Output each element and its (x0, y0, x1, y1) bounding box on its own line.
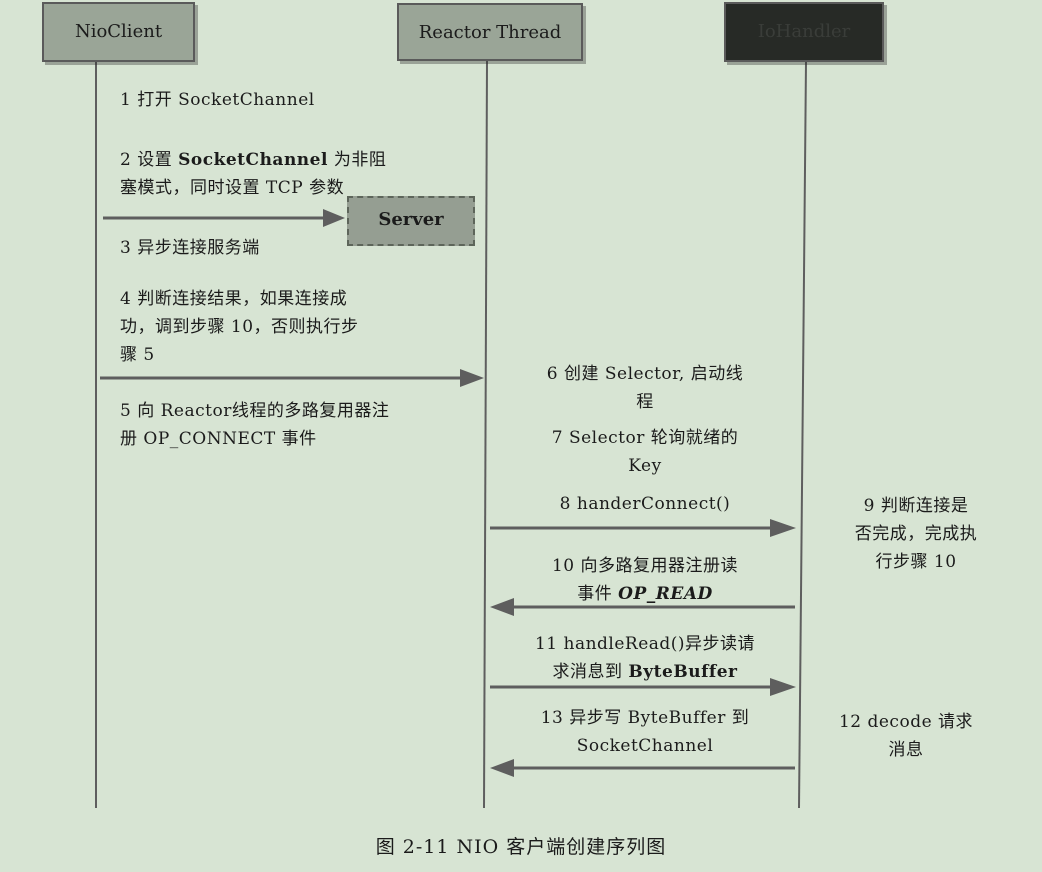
io-lifeline (798, 61, 807, 809)
nioclient-label: NioClient (74, 21, 163, 42)
step-4-note: 4 判断连接结果，如果连接成 功，调到步骤 10，否则执行步 骤 5 (120, 289, 359, 365)
step-2-note: 2 设置 SocketChannel 为非阻 塞模式，同时设置 TCP 参数 (120, 150, 387, 198)
reactor-thread-label: Reactor Thread (418, 22, 562, 43)
iohandler-box: IoHandler (724, 2, 884, 62)
server-box: Server (347, 196, 475, 246)
step-13-note: 13 异步写 ByteBuffer 到 SocketChannel (540, 708, 750, 756)
reactor-lifeline (483, 60, 488, 809)
nioclient-box: NioClient (42, 2, 195, 62)
arrow-register-connect (100, 369, 484, 387)
step-8-note: 8 handerConnect() (559, 494, 731, 514)
arrow-connect-server (103, 209, 345, 227)
step-9-note: 9 判断连接是 否完成，完成执 行步骤 10 (854, 496, 978, 572)
arrow-async-write (490, 759, 795, 777)
step-11-note: 11 handleRead()异步读请 求消息到 ByteBuffer (534, 634, 756, 682)
reactor-thread-box: Reactor Thread (397, 3, 583, 61)
step-6-note: 6 创建 Selector, 启动线 程 (546, 364, 744, 412)
step-1-note: 1 打开 SocketChannel (120, 90, 315, 110)
step-3-note: 3 异步连接服务端 (120, 238, 260, 258)
arrow-register-read (490, 598, 795, 616)
figure-caption: 图 2-11 NIO 客户端创建序列图 (375, 836, 667, 858)
step-12-note: 12 decode 请求 消息 (838, 712, 974, 760)
arrow-hander-connect (490, 519, 796, 537)
step-5-note: 5 向 Reactor线程的多路复用器注 册 OP_CONNECT 事件 (120, 401, 390, 449)
iohandler-label: IoHandler (757, 21, 851, 42)
arrow-handle-read (490, 678, 796, 696)
step-7-note: 7 Selector 轮询就绪的 Key (551, 428, 739, 476)
step-10-note: 10 向多路复用器注册读 事件 OP_READ (551, 556, 739, 604)
server-label: Server (378, 209, 444, 230)
